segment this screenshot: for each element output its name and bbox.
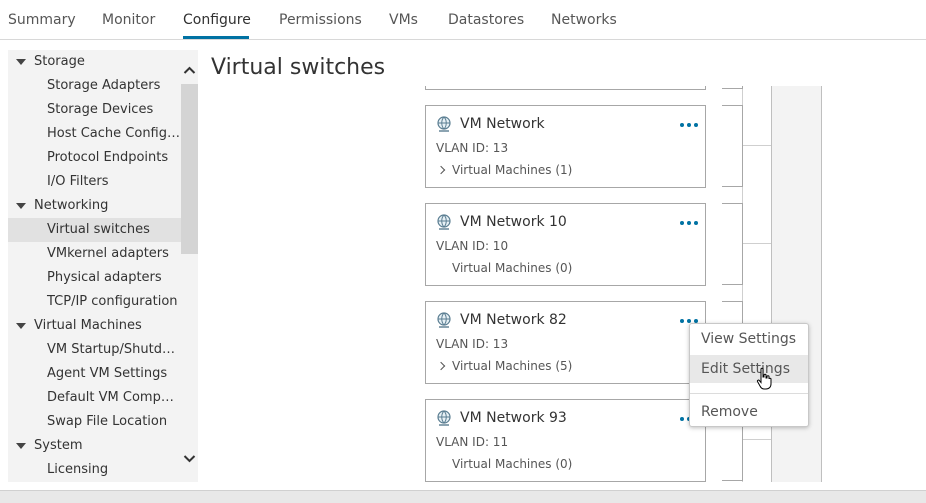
nav-item-vm-startup-shutdown[interactable]: VM Startup/Shutdown	[47, 342, 181, 357]
network-globe-icon	[437, 312, 451, 328]
hand-pointer-icon	[756, 367, 772, 390]
port-group-card: VM Network 82 VLAN ID: 13 Virtual Machin…	[425, 301, 706, 384]
virtual-machines-count: Virtual Machines (0)	[452, 261, 573, 275]
nav-group-label: System	[34, 438, 83, 453]
more-actions-icon[interactable]	[680, 314, 700, 326]
virtual-machines-count: Virtual Machines (0)	[452, 457, 573, 471]
port-box	[722, 86, 743, 89]
chevron-right-icon[interactable]	[436, 361, 446, 371]
port-group-name: VM Network 82	[460, 312, 567, 328]
nav-item-storage-adapters[interactable]: Storage Adapters	[47, 78, 161, 93]
vlan-id: VLAN ID: 13	[436, 337, 509, 351]
caret-down-icon	[16, 323, 26, 329]
nav-item-storage-devices[interactable]: Storage Devices	[47, 102, 154, 117]
connector-line	[742, 439, 771, 440]
nav-group-system[interactable]: System	[8, 434, 181, 458]
network-globe-icon	[437, 116, 451, 132]
nav-item-tcpip-configuration[interactable]: TCP/IP configuration	[47, 294, 178, 309]
vlan-id: VLAN ID: 10	[436, 239, 509, 253]
nav-item-protocol-endpoints[interactable]: Protocol Endpoints	[47, 150, 169, 165]
tab-vms[interactable]: VMs	[389, 12, 418, 28]
vlan-id: VLAN ID: 13	[436, 141, 509, 155]
bottom-scrollbar[interactable]	[0, 490, 926, 503]
caret-down-icon	[16, 59, 26, 65]
virtual-machines-toggle[interactable]: Virtual Machines (1)	[452, 163, 573, 177]
caret-down-icon	[16, 443, 26, 449]
network-globe-icon	[437, 214, 451, 230]
tab-networks[interactable]: Networks	[551, 12, 617, 28]
page-title: Virtual switches	[211, 55, 386, 80]
remove-menu-item[interactable]: Remove	[701, 404, 758, 420]
tab-permissions[interactable]: Permissions	[279, 12, 362, 28]
nav-group-label: Virtual Machines	[34, 318, 142, 333]
nav-item-swap-file-location[interactable]: Swap File Location	[47, 414, 168, 429]
port-group-card: VM Network VLAN ID: 13 Virtual Machines …	[425, 105, 706, 188]
view-settings-menu-item[interactable]: View Settings	[701, 331, 797, 347]
caret-down-icon	[16, 203, 26, 209]
tab-configure[interactable]: Configure	[183, 12, 251, 28]
nav-item-physical-adapters[interactable]: Physical adapters	[47, 270, 162, 285]
active-tab-indicator	[183, 36, 249, 39]
tab-bar: Summary Monitor Configure Permissions VM…	[0, 0, 926, 40]
nav-group-storage[interactable]: Storage	[8, 50, 181, 74]
nav-scrollbar-thumb[interactable]	[181, 84, 198, 254]
chevron-right-icon[interactable]	[436, 165, 446, 175]
port-group-name: VM Network 93	[460, 410, 567, 426]
vlan-id: VLAN ID: 11	[436, 435, 509, 449]
port-box	[722, 105, 743, 187]
connector-line	[742, 243, 771, 244]
nav-item-virtual-switches[interactable]: Virtual switches	[8, 218, 181, 242]
menu-divider	[690, 393, 808, 394]
tab-datastores[interactable]: Datastores	[448, 12, 525, 28]
port-group-name: VM Network	[460, 116, 545, 132]
tab-monitor[interactable]: Monitor	[102, 12, 156, 28]
nav-item-vmkernel-adapters[interactable]: VMkernel adapters	[47, 246, 169, 261]
more-actions-icon[interactable]	[680, 216, 700, 228]
virtual-machines-toggle[interactable]: Virtual Machines (5)	[452, 359, 573, 373]
nav-group-virtual-machines[interactable]: Virtual Machines	[8, 314, 181, 338]
switch-diagram: VM Network VLAN ID: 13 Virtual Machines …	[208, 86, 926, 482]
connector-line	[742, 145, 771, 146]
edit-settings-menu-item[interactable]: Edit Settings	[690, 355, 808, 383]
chevron-up-icon[interactable]	[181, 62, 198, 79]
more-actions-icon[interactable]	[680, 118, 700, 130]
chevron-down-icon[interactable]	[181, 450, 198, 467]
port-group-card: VM Network 93 VLAN ID: 11 Virtual Machin…	[425, 399, 706, 482]
nav-item-licensing[interactable]: Licensing	[47, 462, 109, 477]
configure-nav: Storage Storage Adapters Storage Devices…	[8, 50, 198, 482]
nav-item-io-filters[interactable]: I/O Filters	[47, 174, 109, 189]
network-globe-icon	[437, 410, 451, 426]
nav-group-label: Storage	[34, 54, 85, 69]
port-box	[722, 203, 743, 285]
tab-summary[interactable]: Summary	[8, 12, 76, 28]
port-group-card: VM Network 10 VLAN ID: 10 Virtual Machin…	[425, 203, 706, 286]
nav-group-networking[interactable]: Networking	[8, 194, 181, 218]
port-group-name: VM Network 10	[460, 214, 567, 230]
port-group-context-menu: View Settings Edit Settings Remove	[689, 323, 809, 427]
nav-item-host-cache-configuration[interactable]: Host Cache Configuration	[47, 126, 181, 141]
nav-item-default-vm-compatibility[interactable]: Default VM Compatibility	[47, 390, 181, 405]
nav-item-agent-vm-settings[interactable]: Agent VM Settings	[47, 366, 168, 381]
nav-group-label: Networking	[34, 198, 109, 213]
port-group-card-partial	[425, 86, 706, 90]
